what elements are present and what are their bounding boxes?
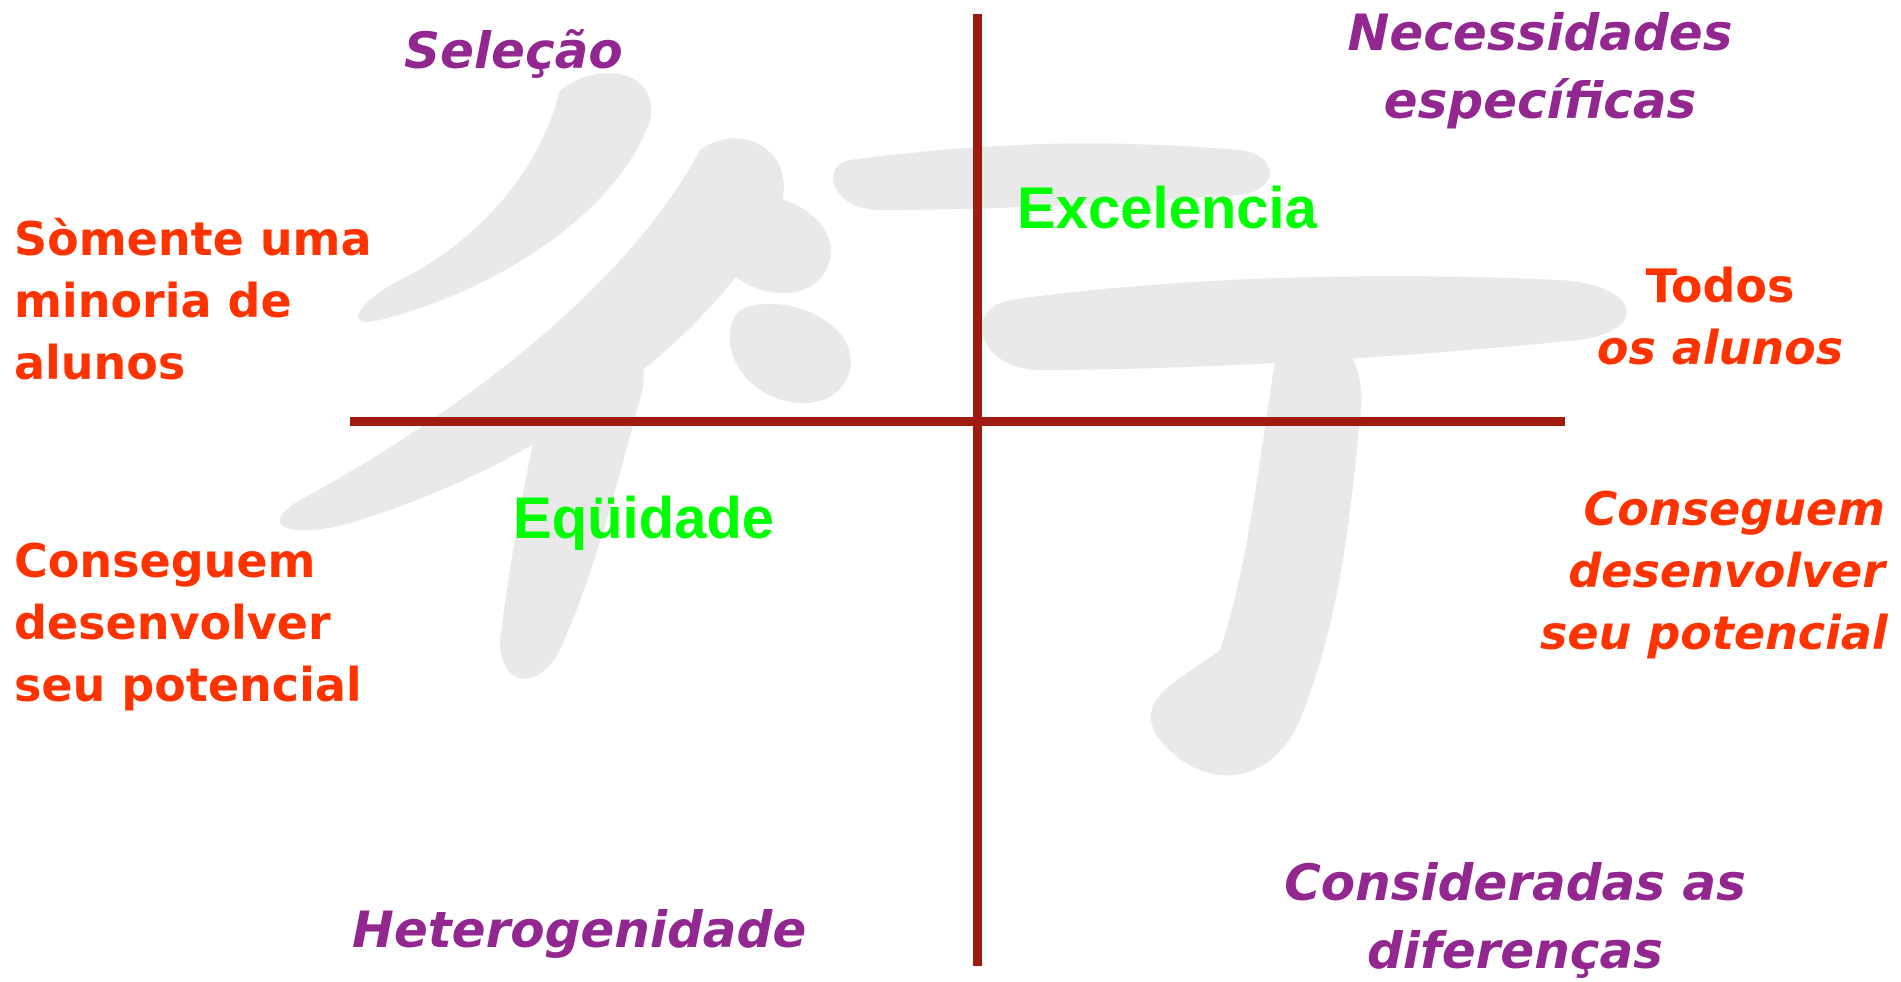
left-top-text-line-1: Sòmente uma — [14, 212, 372, 266]
bottom-right-label: Consideradas as diferenças — [1255, 850, 1775, 982]
right-bottom-text-line-3: seu potencial — [1540, 606, 1888, 661]
top-right-label: Necessidades específicas — [1320, 0, 1760, 135]
left-bottom-text-line-1: Conseguem — [14, 534, 316, 588]
left-top-text-line-2: minoria de — [14, 274, 292, 329]
left-bottom-text-line-2: desenvolver — [14, 596, 331, 651]
vertical-axis — [973, 14, 982, 966]
right-bottom-text: Conseguem desenvolver seu potencial — [1540, 478, 1888, 664]
top-left-label: Seleção — [404, 22, 623, 80]
left-bottom-text: Conseguem desenvolver seu potencial — [14, 530, 362, 716]
top-right-label-line-2: específicas — [1383, 71, 1697, 130]
left-top-text: Sòmente uma minoria de alunos — [14, 208, 372, 394]
bottom-right-label-line-2: diferenças — [1367, 921, 1663, 980]
right-top-text: Todos os alunos — [1560, 255, 1880, 379]
left-axis-label: Eqüidade — [513, 486, 775, 551]
right-top-text-line-2: os alunos — [1596, 321, 1844, 376]
top-right-label-line-1: Necessidades — [1347, 4, 1733, 62]
bottom-left-label: Heterogenidade — [352, 901, 807, 959]
right-bottom-text-line-1: Conseguem — [1583, 482, 1886, 536]
top-axis-label: Excelencia — [1017, 176, 1317, 241]
right-top-text-line-1: Todos — [1645, 259, 1795, 313]
bottom-right-label-line-1: Consideradas as — [1284, 854, 1746, 912]
right-bottom-text-line-2: desenvolver — [1568, 544, 1885, 599]
left-bottom-text-line-3: seu potencial — [14, 658, 362, 713]
left-top-text-line-3: alunos — [14, 336, 186, 391]
horizontal-axis — [350, 417, 1565, 426]
